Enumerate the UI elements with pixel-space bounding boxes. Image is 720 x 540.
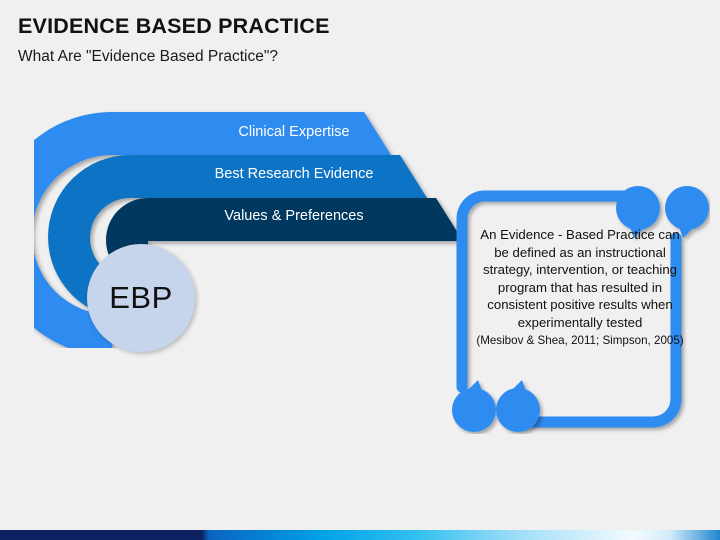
quote-citation: (Mesibov & Shea, 2011; Simpson, 2005) bbox=[476, 333, 684, 347]
quote-frame-top-left bbox=[456, 190, 630, 393]
funnel-band-research[interactable] bbox=[48, 155, 427, 319]
quote-bubble-top-2 bbox=[665, 186, 709, 238]
quote-text-block: An Evidence - Based Practice can be defi… bbox=[476, 226, 684, 348]
quote-bubble-bottom-1 bbox=[452, 380, 496, 432]
quote-frame-bottom-right bbox=[508, 232, 682, 428]
page-subtitle: What Are "Evidence Based Practice"? bbox=[18, 48, 278, 65]
ebp-center-label: EBP bbox=[109, 280, 173, 315]
page-title: EVIDENCE BASED PRACTICE bbox=[18, 14, 330, 38]
ebp-center-circle[interactable]: EBP bbox=[87, 244, 195, 352]
funnel-band-clinical[interactable] bbox=[34, 112, 391, 348]
quote-body: An Evidence - Based Practice can be defi… bbox=[480, 227, 680, 330]
quote-bubble-top-1 bbox=[616, 186, 660, 238]
funnel-band-values[interactable] bbox=[106, 198, 463, 282]
funnel-diagram: Clinical Expertise Best Research Evidenc… bbox=[34, 98, 474, 352]
footer-gradient-bar bbox=[0, 530, 720, 540]
quote-bubble-bottom-2 bbox=[496, 380, 540, 432]
quote-callout: An Evidence - Based Practice can be defi… bbox=[448, 182, 710, 434]
